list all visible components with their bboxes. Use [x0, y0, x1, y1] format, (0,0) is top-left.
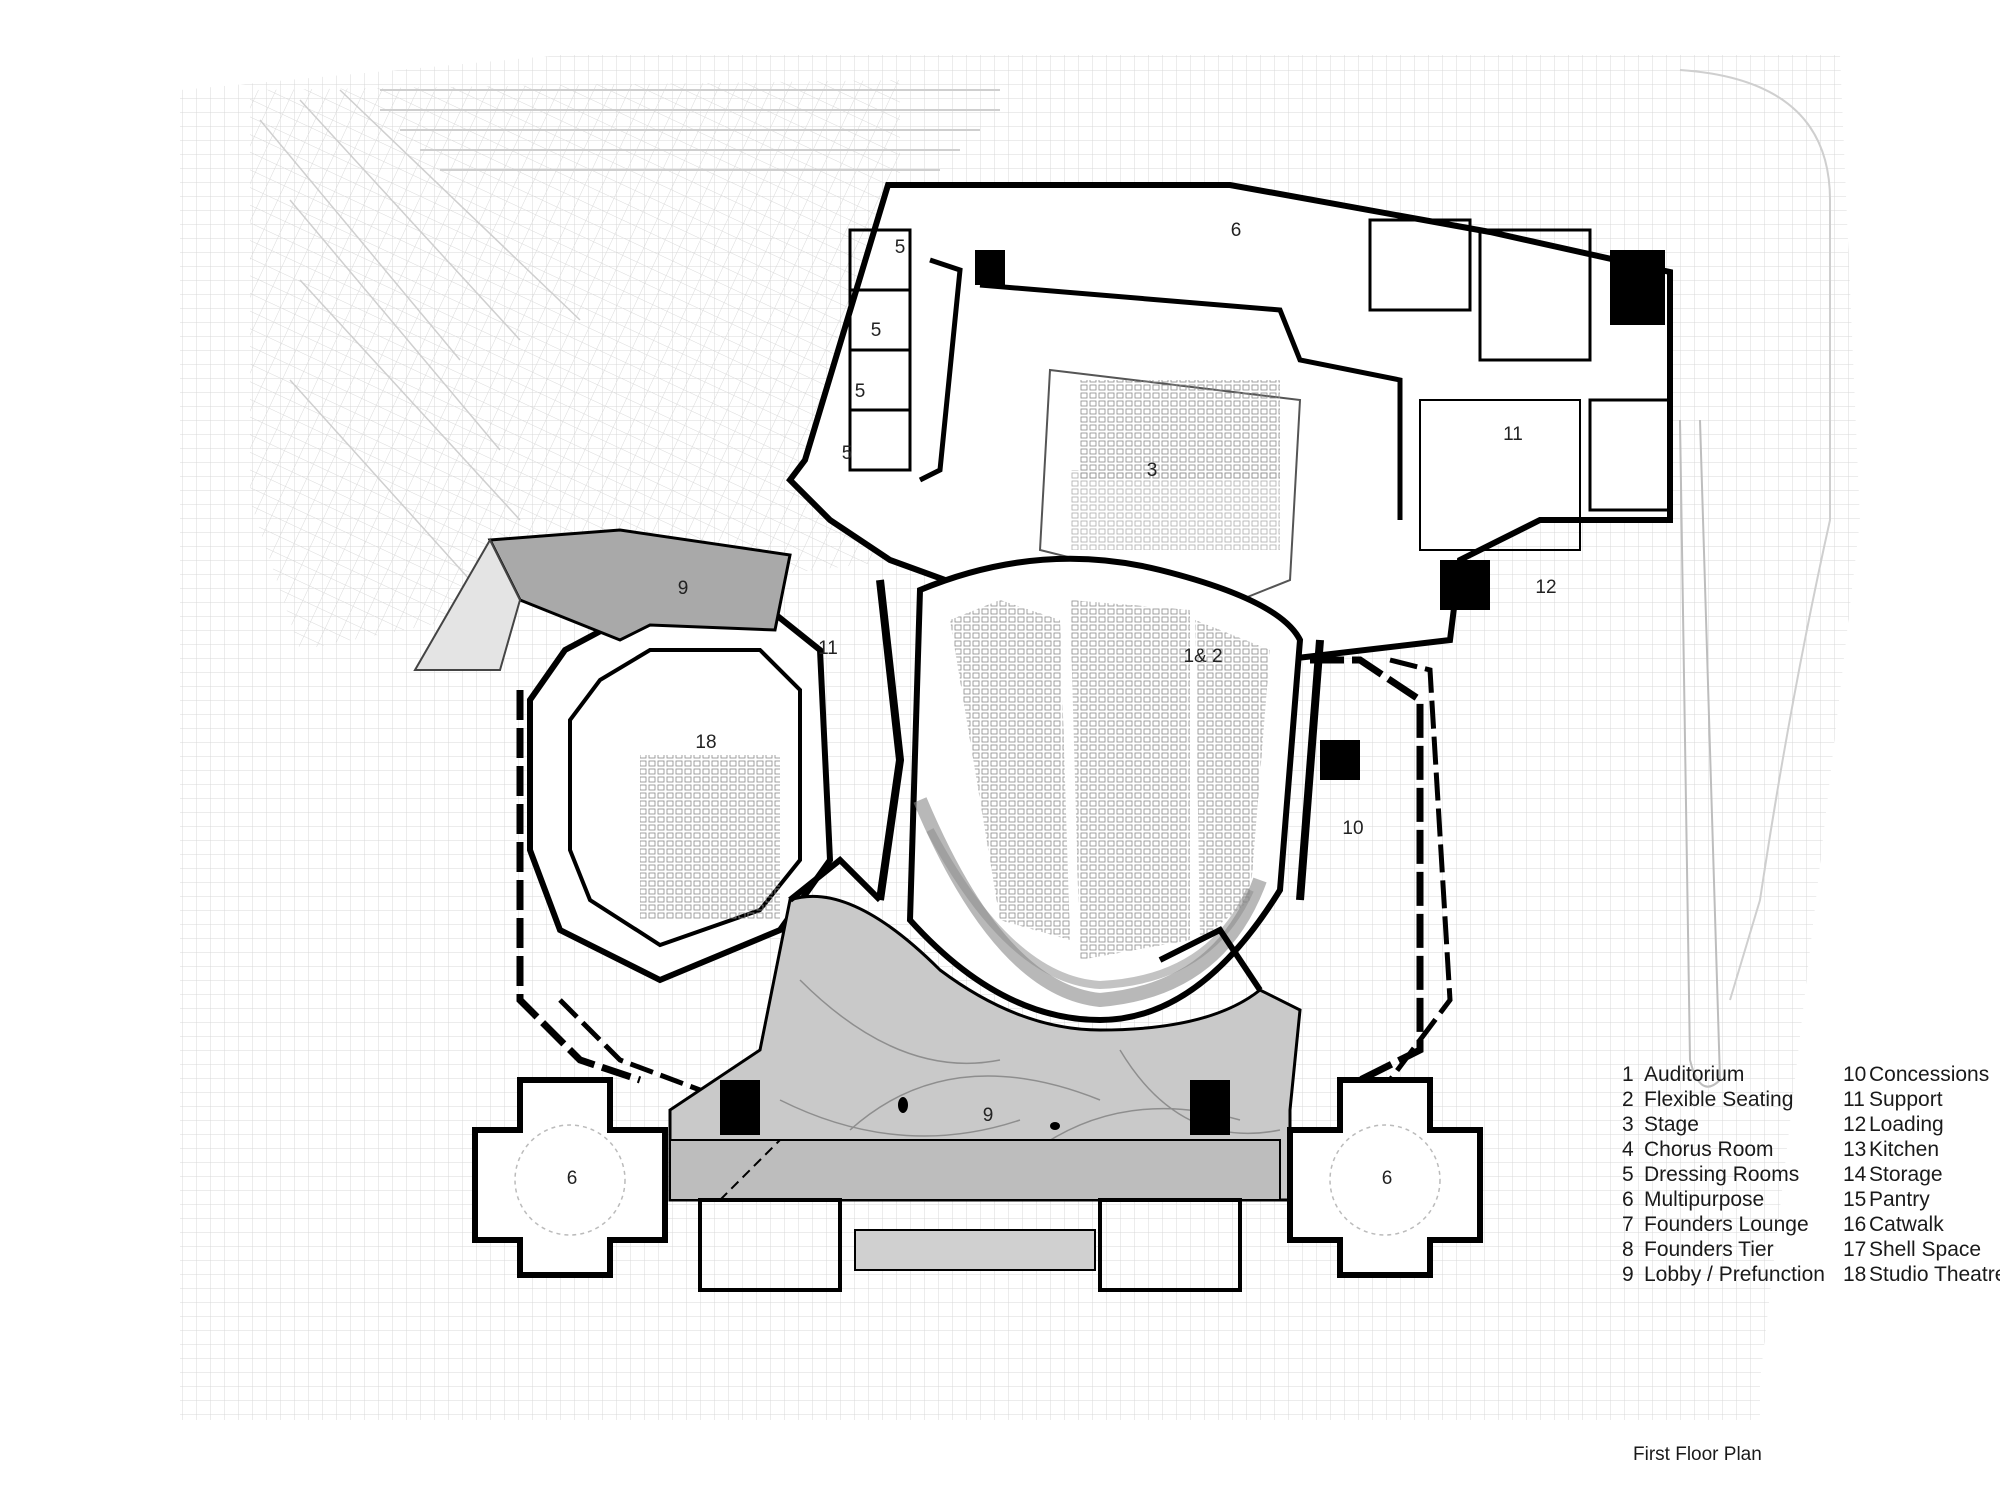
room-label-6: 6: [567, 1168, 578, 1189]
room-label-5: 5: [895, 237, 906, 258]
room-label-5: 5: [855, 381, 866, 402]
room-label-6: 6: [1231, 220, 1242, 241]
stage-area: [1038, 368, 1302, 602]
room-labels: 5 5 5 5 6 6 6 3 11 11 12 9 9 1& 2 18 10: [567, 220, 1557, 1189]
left-pavilion: [472, 1077, 668, 1278]
right-wing: [1310, 656, 1453, 1084]
room-label-9: 9: [983, 1105, 994, 1126]
room-label-11: 11: [818, 638, 838, 659]
room-label-11: 11: [1503, 424, 1523, 445]
upper-lobby: [413, 528, 792, 671]
plan-caption: First Floor Plan: [1633, 1444, 1762, 1465]
room-label-12: 12: [1535, 577, 1556, 598]
studio-theatre: [516, 607, 834, 1093]
room-label-5: 5: [871, 320, 882, 341]
room-label-5: 5: [842, 443, 853, 464]
room-label-6: 6: [1382, 1168, 1393, 1189]
room-label-10: 10: [1342, 818, 1363, 839]
room-label-18: 18: [695, 732, 716, 753]
room-label-9: 9: [678, 578, 689, 599]
right-pavilion: [1287, 1077, 1483, 1278]
room-label-3: 3: [1147, 460, 1158, 481]
room-label-1-2: 1& 2: [1183, 646, 1222, 667]
main-lobby: [668, 855, 1302, 1292]
auditorium: [876, 555, 1324, 1024]
